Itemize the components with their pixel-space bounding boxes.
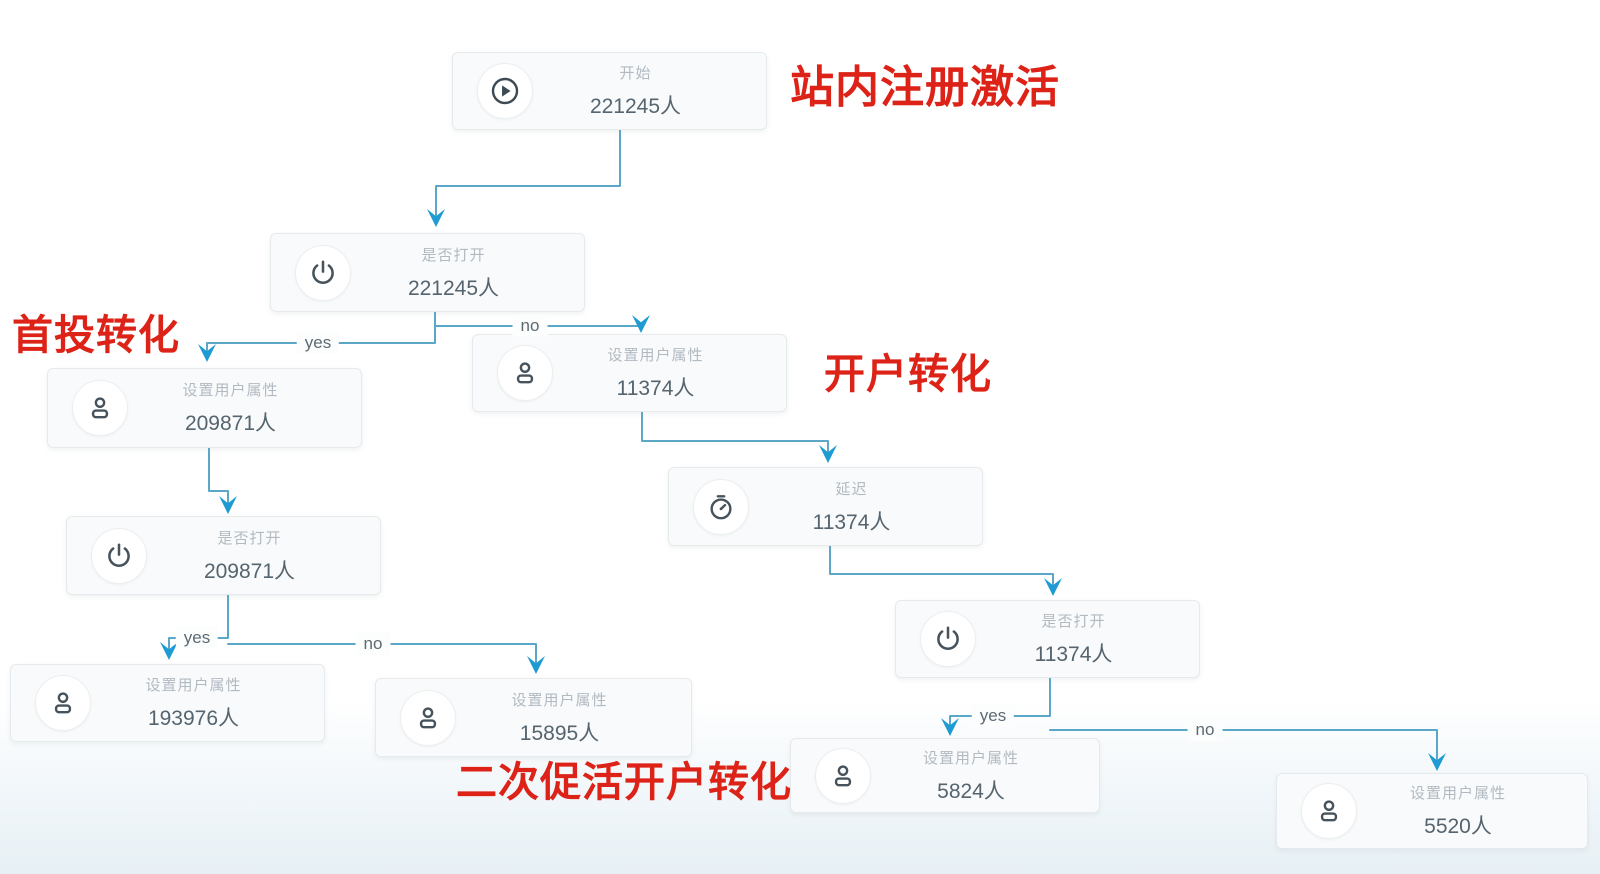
node-open-check-1[interactable]: 是否打开 221245人	[270, 233, 585, 312]
node-set-attr-yes-1[interactable]: 设置用户属性 209871人	[47, 368, 362, 448]
edge-label-no: no	[355, 632, 391, 656]
node-count: 11374人	[1034, 643, 1113, 666]
node-set-attr-no-3[interactable]: 设置用户属性 5520人	[1276, 773, 1588, 849]
node-open-check-3[interactable]: 是否打开 11374人	[895, 600, 1200, 678]
node-count: 221245人	[589, 95, 682, 118]
node-text: 开始 221245人	[533, 62, 766, 120]
node-text: 设置用户属性 209871人	[128, 379, 361, 437]
node-text: 是否打开 221245人	[351, 244, 584, 302]
node-text: 设置用户属性 5824人	[871, 747, 1099, 805]
annotation-second-activation-conversion: 二次促活开户转化	[456, 759, 792, 805]
node-text: 延迟 11374人	[749, 478, 982, 536]
node-title: 设置用户属性	[511, 691, 608, 709]
node-count: 5520人	[1424, 815, 1492, 838]
user-icon	[815, 747, 871, 804]
connector-start-to-open1	[427, 127, 621, 227]
annotation-first-invest-conversion: 首投转化	[12, 312, 180, 358]
node-title: 是否打开	[217, 529, 282, 547]
edge-label-no: no	[1187, 718, 1223, 742]
node-count: 15895人	[519, 721, 600, 745]
annotation-register-activation: 站内注册激活	[790, 63, 1060, 112]
timer-icon	[693, 478, 749, 535]
node-count: 11374人	[616, 377, 695, 400]
node-set-attr-no-1[interactable]: 设置用户属性 11374人	[472, 334, 787, 412]
edge-label-yes: yes	[175, 626, 219, 650]
node-title: 是否打开	[421, 246, 486, 264]
node-title: 设置用户属性	[922, 749, 1019, 767]
node-title: 设置用户属性	[1409, 785, 1506, 802]
power-icon	[91, 527, 147, 584]
node-count: 5824人	[937, 779, 1005, 803]
node-count: 11374人	[812, 510, 891, 534]
node-title: 延迟	[835, 480, 868, 498]
user-icon	[1301, 783, 1357, 839]
node-text: 设置用户属性 5520人	[1357, 782, 1587, 840]
node-delay[interactable]: 延迟 11374人	[668, 467, 983, 546]
node-text: 设置用户属性 193976人	[91, 674, 324, 732]
node-count: 221245人	[407, 276, 500, 300]
user-icon	[400, 689, 456, 746]
node-set-attr-yes-3[interactable]: 设置用户属性 5824人	[790, 738, 1100, 813]
node-title: 设置用户属性	[182, 382, 279, 399]
node-text: 设置用户属性 15895人	[456, 689, 691, 747]
connector-setattr-to-open2	[208, 445, 237, 514]
annotation-account-open-conversion: 开户转化	[824, 351, 992, 397]
user-icon	[497, 345, 553, 401]
node-title: 开始	[619, 65, 652, 82]
play-icon	[477, 63, 533, 119]
connector-open3-no	[1049, 729, 1446, 771]
node-text: 设置用户属性 11374人	[553, 344, 786, 402]
power-icon	[920, 611, 976, 667]
user-icon	[35, 675, 91, 731]
node-set-attr-no-2[interactable]: 设置用户属性 15895人	[375, 678, 692, 757]
node-title: 设置用户属性	[145, 677, 242, 694]
node-title: 是否打开	[1041, 613, 1106, 630]
node-set-attr-yes-2[interactable]: 设置用户属性 193976人	[10, 664, 325, 742]
edge-label-yes: yes	[971, 704, 1015, 728]
connector-delay-to-open3	[829, 543, 1062, 596]
user-icon	[72, 380, 128, 436]
connector-setattr-to-delay	[641, 409, 837, 463]
node-text: 是否打开 209871人	[147, 527, 380, 585]
edge-label-yes: yes	[296, 331, 340, 355]
node-title: 设置用户属性	[607, 347, 704, 364]
power-icon	[295, 244, 351, 301]
node-start[interactable]: 开始 221245人	[452, 52, 767, 130]
node-open-check-2[interactable]: 是否打开 209871人	[66, 516, 381, 595]
edge-label-no: no	[512, 314, 548, 338]
node-count: 209871人	[184, 412, 277, 435]
node-count: 193976人	[147, 707, 240, 730]
node-text: 是否打开 11374人	[976, 610, 1199, 668]
node-count: 209871人	[203, 559, 296, 583]
